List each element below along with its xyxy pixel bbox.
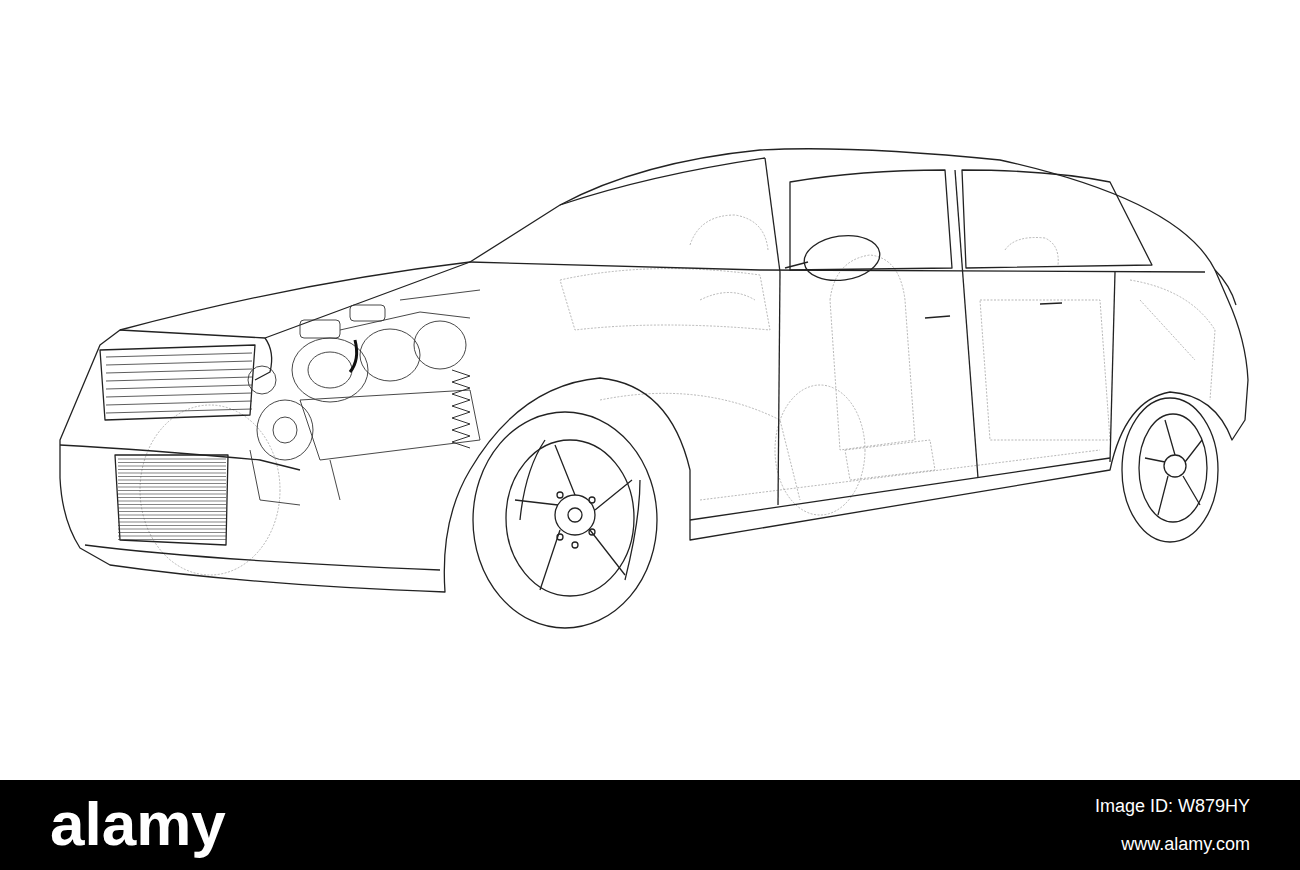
- coil-spring: [452, 370, 470, 448]
- engine: [248, 290, 480, 505]
- interior-lines: [140, 215, 1215, 575]
- front-wheel: [473, 412, 657, 628]
- body-outline: [60, 149, 1248, 592]
- grille-slats: [106, 353, 252, 540]
- rear-wheel: [1122, 398, 1218, 542]
- watermark-url: www.alamy.com: [1121, 834, 1250, 855]
- watermark-logo: alamy: [50, 788, 226, 859]
- watermark-bar: [0, 780, 1300, 870]
- image-id: Image ID: W879HY: [1095, 796, 1250, 817]
